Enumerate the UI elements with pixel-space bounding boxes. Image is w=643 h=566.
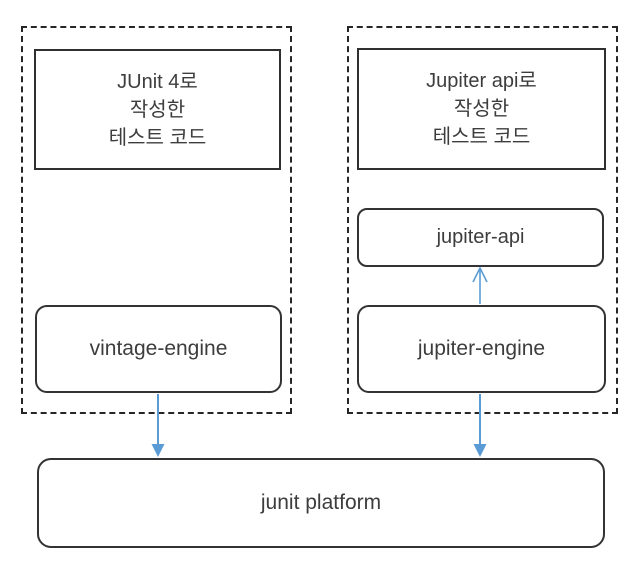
junit4-line-2: 작성한	[129, 98, 186, 121]
jupiter-test-code-node: Jupiter api로 작성한 테스트 코드	[357, 48, 606, 170]
junit-platform-label: junit platform	[260, 491, 382, 514]
jupiter-test-code-label: Jupiter api로 작성한 테스트 코드	[426, 67, 537, 151]
junit4-test-code-label: JUnit 4로 작성한 테스트 코드	[109, 68, 207, 152]
jupiter-line-3: 테스트 코드	[432, 126, 531, 148]
jupiter-api-label: jupiter-api	[436, 226, 525, 248]
vintage-engine-label: vintage-engine	[89, 337, 228, 360]
junit4-line-1: JUnit 4로	[117, 70, 198, 93]
vintage-engine-node: vintage-engine	[35, 305, 282, 393]
jupiter-line-2: 작성한	[453, 98, 510, 120]
junit4-group-frame	[21, 26, 292, 414]
jupiter-line-1: Jupiter api로	[426, 70, 537, 92]
jupiter-engine-node: jupiter-engine	[357, 305, 606, 393]
junit-platform-node: junit platform	[37, 458, 605, 548]
jupiter-group-frame	[347, 26, 618, 414]
jupiter-api-node: jupiter-api	[357, 208, 604, 267]
junit4-test-code-node: JUnit 4로 작성한 테스트 코드	[34, 49, 281, 170]
junit4-line-3: 테스트 코드	[108, 126, 207, 149]
jupiter-engine-label: jupiter-engine	[417, 337, 546, 360]
